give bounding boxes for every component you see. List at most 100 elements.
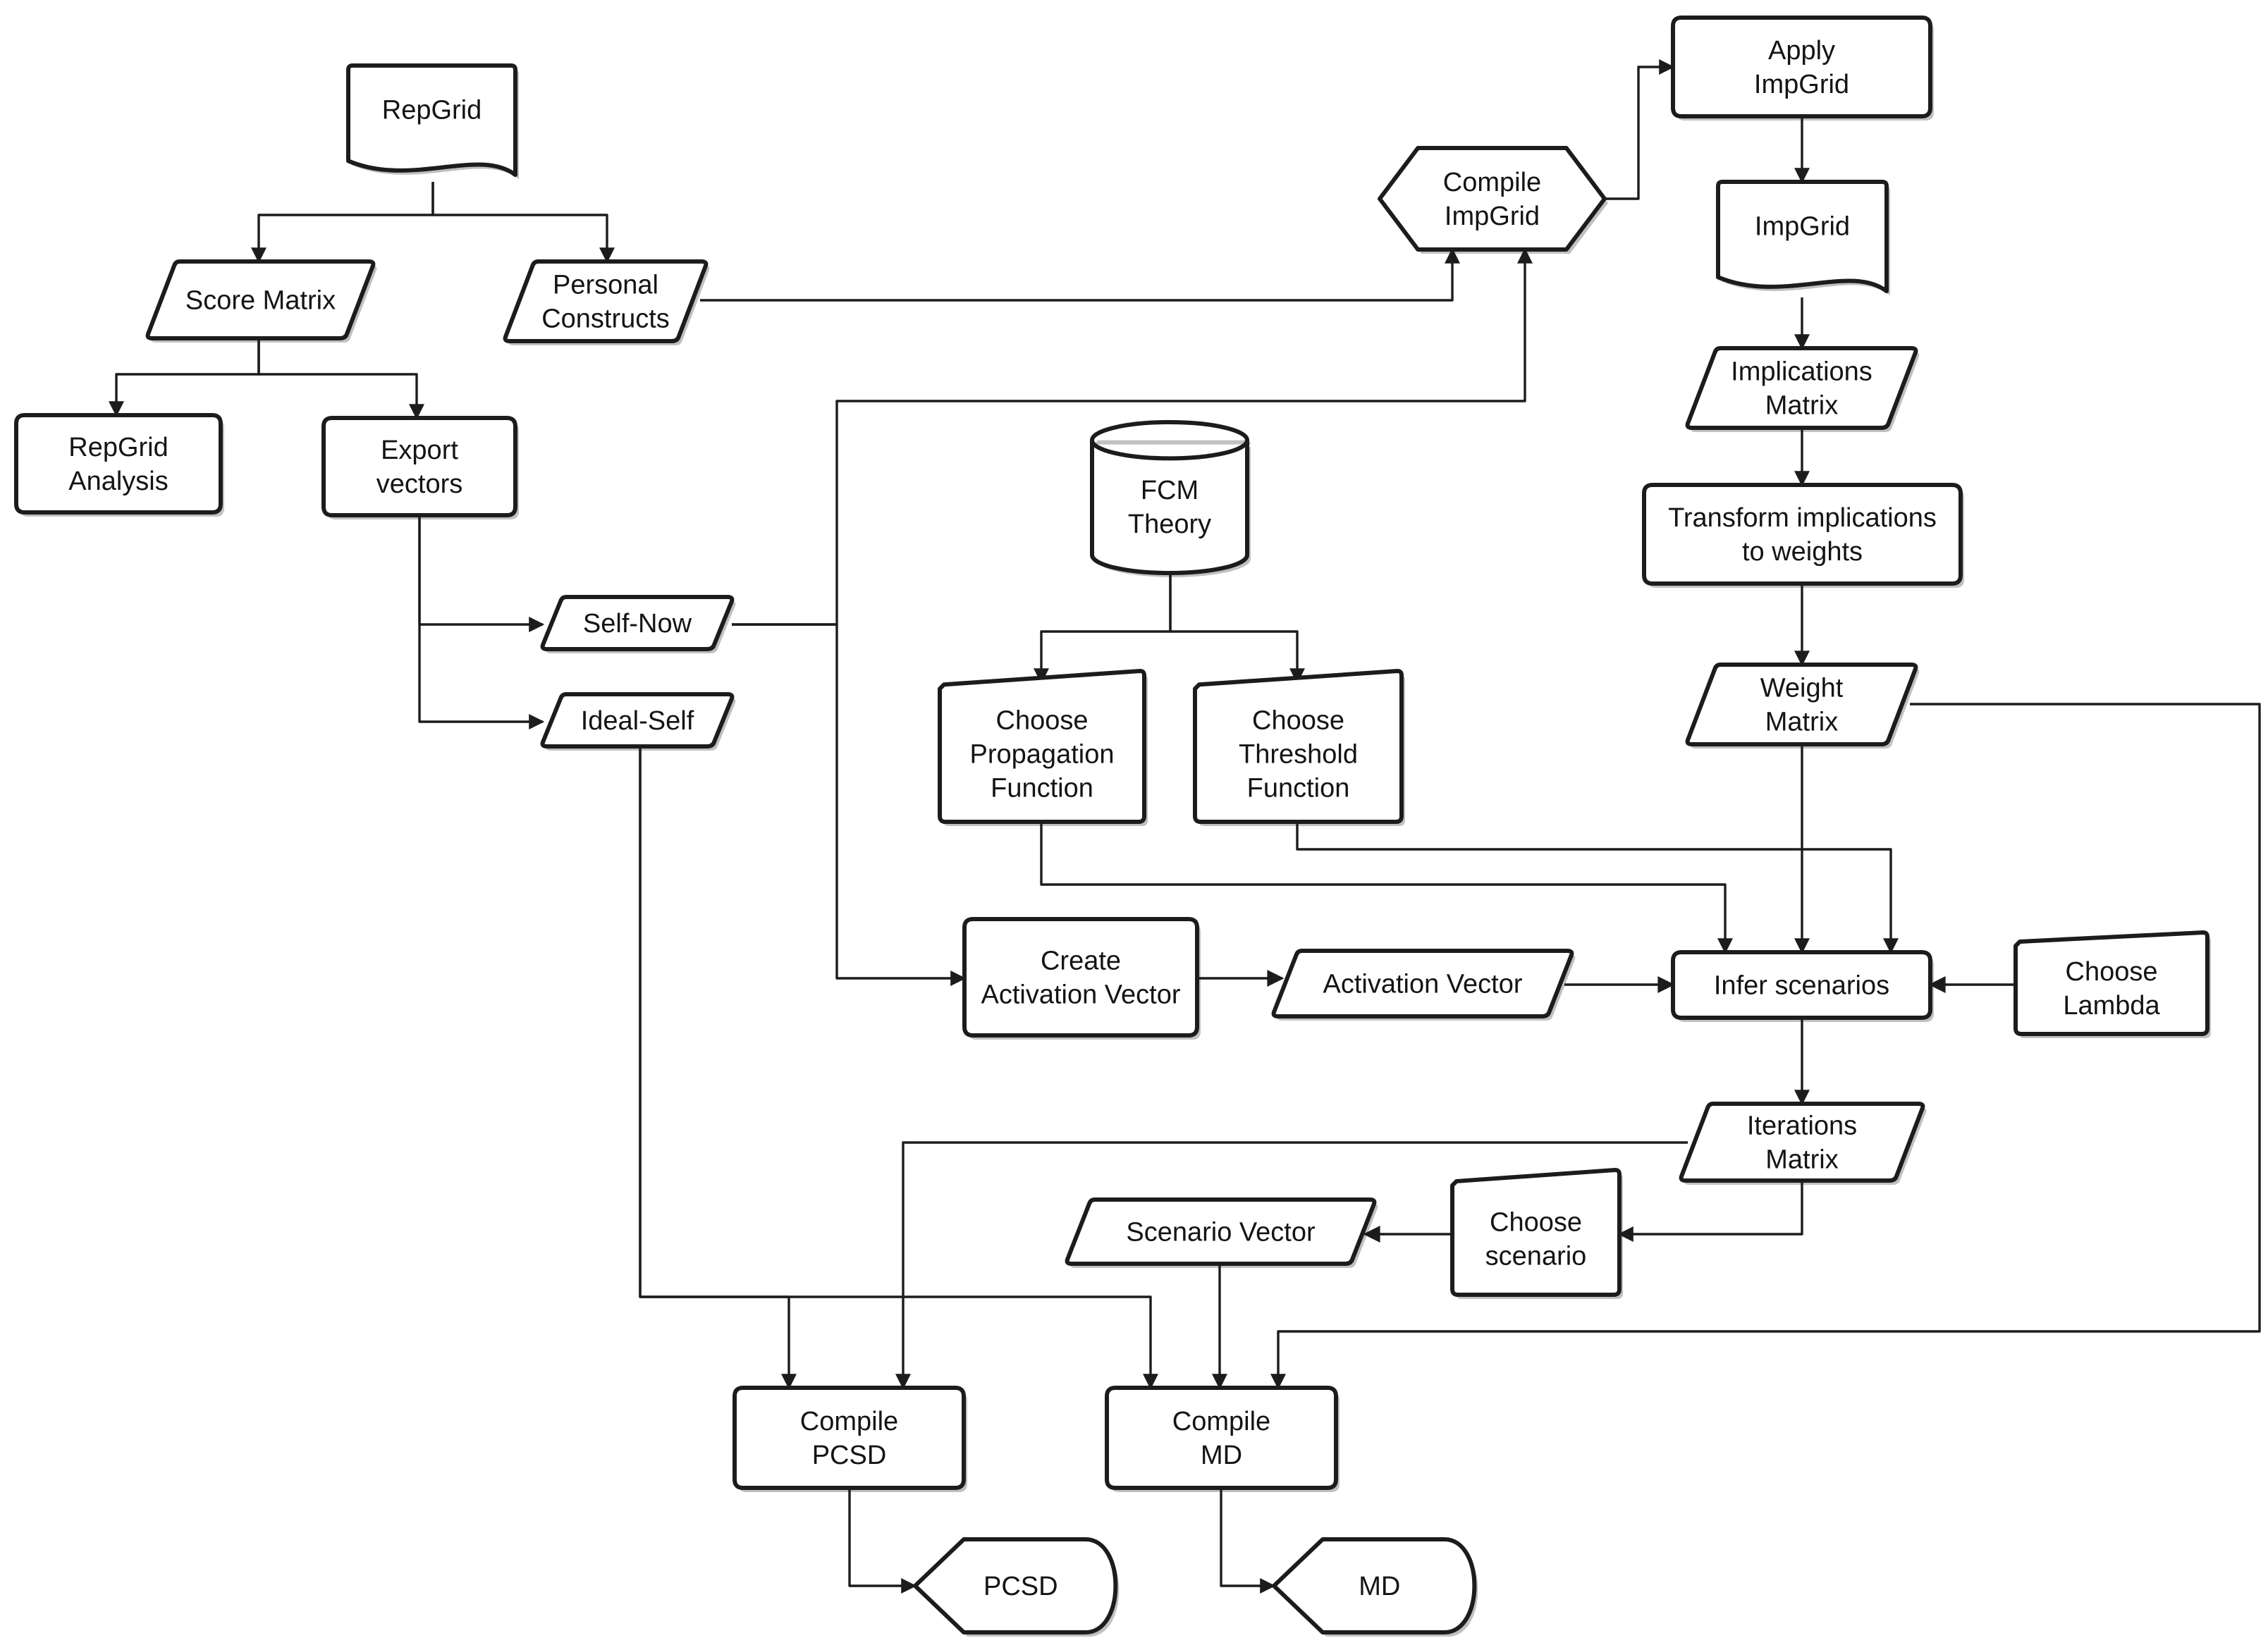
node-impgrid: ImpGrid [1716,180,1890,296]
node-fcm-theory-shape [1090,420,1249,575]
node-impgrid-label: ImpGrid [1755,212,1850,242]
edge-fcm-theory-to-choose-propagation [1034,574,1172,684]
node-repgrid-analysis-shape [14,413,223,515]
edge-compile-impgrid-to-apply-impgrid [1605,59,1675,200]
node-pcsd-shape [913,1537,1118,1634]
node-repgrid-label: RepGrid [382,96,482,125]
edge-scenario-vector-to-compile-md [639,746,797,1390]
node-ideal-self-label: Ideal-Self [581,706,694,736]
node-self-now-shape [540,595,735,651]
node-activation-vector-shape [1271,949,1574,1018]
node-impgrid-shape [1716,180,1889,294]
node-md-shape [1272,1537,1477,1634]
node-score-matrix-label: Score Matrix [185,286,336,316]
edge-compile-pcsd-to-pcsd [848,1489,917,1594]
connectors [109,59,2261,1594]
node-choose-propagation-shape [938,669,1146,824]
node-activation-vector-label: Activation Vector [1323,970,1522,999]
edge-score-matrix-to-repgrid-analysis [109,338,260,417]
edge-score-matrix-to-export-vectors [257,338,424,420]
edge-weight-matrix-to-compile-md [1270,703,2261,1390]
node-pcsd: PCSD [913,1537,1120,1637]
node-scenario-vector: Scenario Vector [1065,1197,1378,1268]
node-self-now-label: Self-Now [583,609,692,639]
node-weight-matrix-shape [1685,663,1918,746]
node-md-label: MD [1359,1572,1400,1601]
node-infer-scenarios: Infer scenarios [1671,950,1934,1022]
node-repgrid: RepGrid [346,63,519,180]
node-score-matrix-shape [145,259,376,340]
node-compile-pcsd-shape [732,1386,966,1490]
node-scenario-vector-label: Scenario Vector [1126,1218,1316,1248]
node-repgrid-shape [346,63,517,178]
node-personal-constructs-shape [503,259,709,343]
node-compile-md-shape [1105,1386,1338,1490]
edge-repgrid-to-score-matrix [251,182,434,264]
node-infer-scenarios-shape [1671,950,1932,1020]
node-choose-scenario-shape [1450,1168,1622,1297]
node-score-matrix: Score Matrix [145,259,377,343]
edge-export-vectors-to-self-now [418,515,545,632]
node-activation-vector: Activation Vector [1271,949,1576,1021]
node-implications-matrix-shape [1685,346,1918,430]
node-ideal-self: Ideal-Self [540,692,736,751]
edge-ideal-self-to-compile-pcsd [639,746,1158,1390]
node-infer-scenarios-label: Infer scenarios [1714,971,1889,1001]
node-choose-threshold-shape [1193,669,1404,824]
edge-personal-constructs-to-compile-impgrid [700,247,1460,302]
edge-repgrid-to-personal-constructs [431,182,615,264]
edge-iterations-matrix-to-compile-pcsd [895,1141,1688,1390]
edge-compile-md-to-md [1220,1489,1276,1594]
node-scenario-vector-shape [1065,1197,1377,1266]
edge-export-vectors-to-ideal-self [418,515,545,729]
edge-iterations-matrix-to-choose-scenario [1617,1181,1803,1242]
node-ideal-self-shape [540,692,735,749]
node-choose-lambda-shape [2013,930,2209,1036]
edge-choose-threshold-to-infer-scenarios [1296,822,1899,954]
node-pcsd-label: PCSD [983,1572,1058,1601]
edge-choose-propagation-to-infer-scenarios [1040,822,1733,954]
node-self-now: Self-Now [540,595,736,653]
node-compile-impgrid-shape [1378,146,1607,252]
node-apply-impgrid-shape [1671,16,1932,118]
node-export-vectors-shape [321,416,517,517]
node-create-activation-vector-shape [962,917,1199,1037]
node-iterations-matrix-shape [1679,1102,1925,1183]
node-transform-implications-shape [1642,483,1963,586]
